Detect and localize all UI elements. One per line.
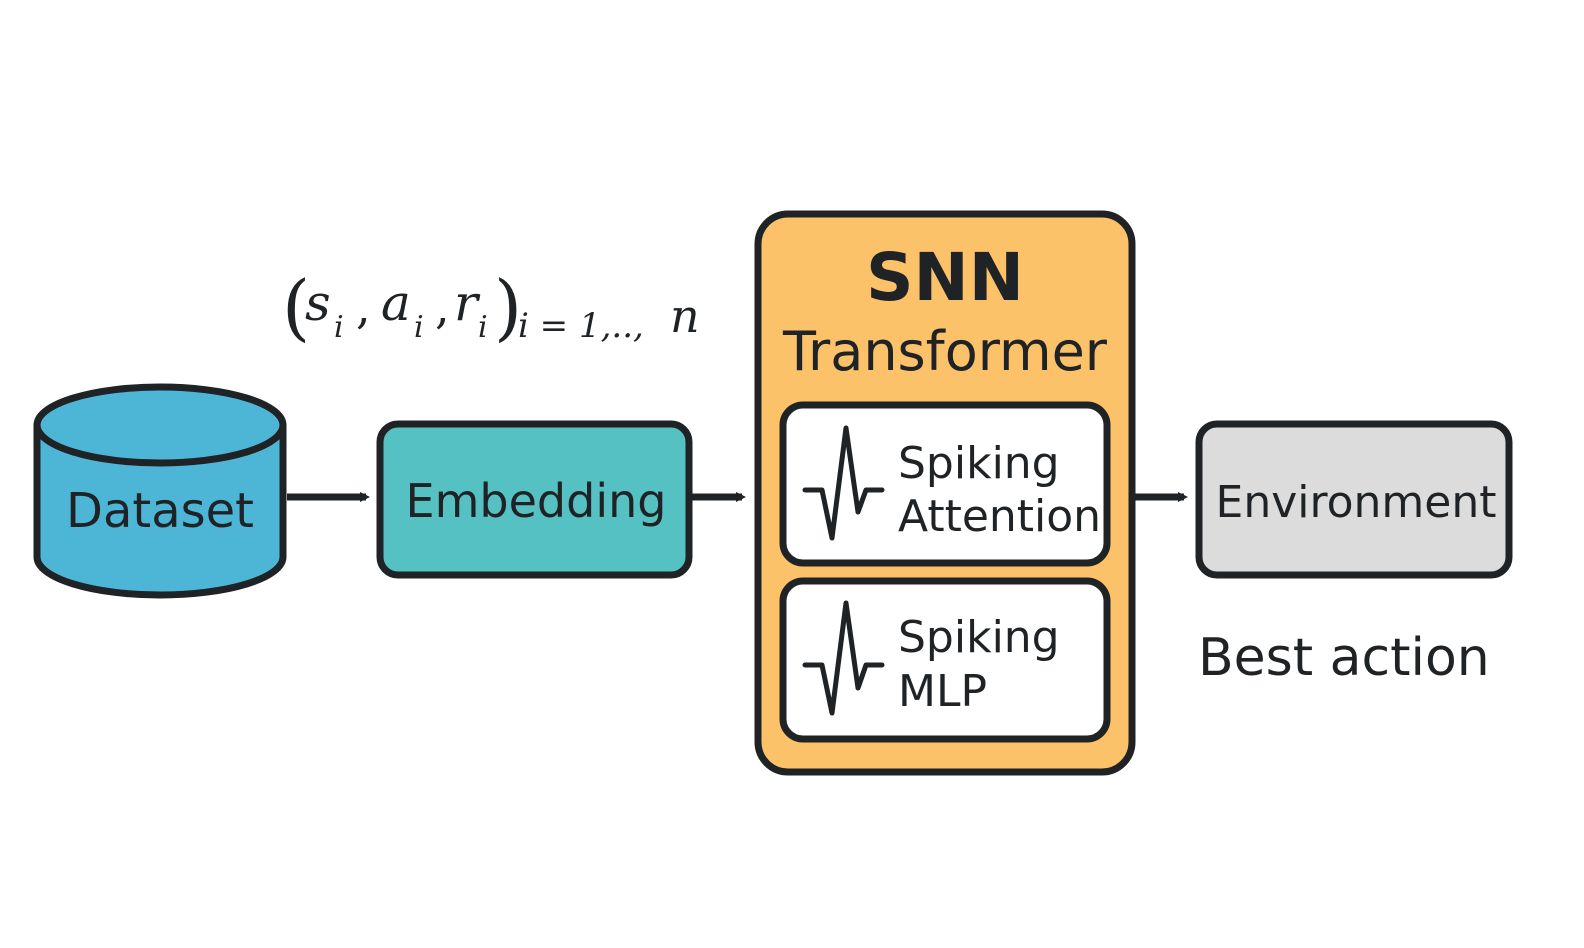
environment-node[interactable]: Environment — [1195, 420, 1513, 579]
dataset-node[interactable]: Dataset — [33, 383, 287, 599]
spiking-mlp-line2: MLP — [898, 666, 987, 717]
spike-waveform-icon — [802, 425, 885, 541]
dataset-label: Dataset — [66, 483, 254, 539]
snn-transformer-node[interactable]: SNN Transformer Spiking Attention Spikin… — [754, 210, 1136, 776]
best-action-label: Best action — [1198, 628, 1490, 688]
spiking-mlp-line1: Spiking — [898, 612, 1060, 663]
state-subscript: i — [334, 310, 344, 345]
spiking-mlp-box — [779, 577, 1111, 743]
snn-title: SNN — [866, 239, 1024, 316]
spiking-attention-box — [779, 401, 1111, 567]
comma-1: , — [356, 280, 371, 334]
state-symbol: s — [305, 274, 331, 332]
open-paren: ( — [282, 265, 310, 349]
index-range: i = 1,.., — [518, 306, 644, 346]
environment-label: Environment — [1216, 477, 1497, 528]
transformer-title: Transformer — [782, 320, 1108, 383]
trajectory-notation: ( s i , a i , r i ) i = 1,.., n — [282, 265, 700, 349]
embedding-box — [376, 420, 693, 579]
embedding-label: Embedding — [406, 474, 667, 528]
comma-2: , — [435, 280, 450, 334]
spiking-attention-line2: Attention — [898, 491, 1101, 542]
embedding-node[interactable]: Embedding — [376, 420, 693, 579]
index-upper-bound: n — [670, 289, 700, 343]
action-symbol: a — [381, 274, 411, 332]
action-subscript: i — [414, 310, 424, 345]
spike-waveform-icon — [802, 600, 885, 716]
reward-subscript: i — [478, 310, 488, 345]
close-paren: ) — [494, 265, 522, 349]
dataset-cylinder-body — [33, 425, 287, 599]
spiking-attention-block[interactable]: Spiking Attention — [779, 401, 1111, 567]
spiking-mlp-block[interactable]: Spiking MLP — [779, 577, 1111, 743]
reward-symbol: r — [454, 274, 481, 332]
dataset-cylinder-top — [33, 383, 287, 467]
spiking-attention-line1: Spiking — [898, 438, 1060, 489]
environment-box — [1195, 420, 1513, 579]
